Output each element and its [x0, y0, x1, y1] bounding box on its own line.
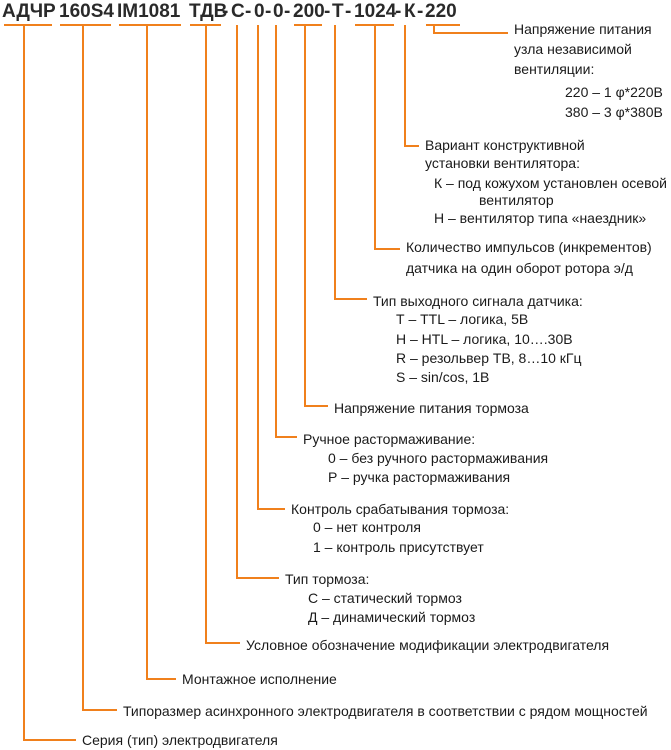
- brake-type-option: Д – динамический тормоз: [308, 609, 476, 625]
- leader-mount: [146, 25, 176, 680]
- leader-brake-voltage: [304, 25, 328, 407]
- label-fan-variant-line: Вариант конструктивной: [425, 137, 585, 153]
- label-fan-voltage-line: Напряжение питания: [514, 21, 652, 37]
- code-mount: IM1081: [117, 1, 181, 22]
- code-dash: -: [222, 1, 229, 22]
- brake-control-option: 1 – контроль присутствует: [313, 539, 484, 555]
- code-signal-type: Т: [332, 1, 344, 22]
- code-dash: -: [417, 1, 424, 22]
- label-brake-type: Тип тормоза:: [285, 571, 370, 587]
- signal-type-option: S – sin/cos, 1В: [396, 369, 490, 385]
- label-fan-voltage-line: вентиляции:: [514, 61, 595, 77]
- leader-manual-release: [275, 25, 297, 438]
- leader-brake-type: [236, 25, 279, 579]
- label-brake-control: Контроль срабатывания тормоза:: [291, 501, 510, 517]
- label-pulses-line: датчика на один оборот ротора э/д: [406, 260, 633, 276]
- code-dash: -: [284, 1, 291, 22]
- leader-brake-control: [257, 25, 285, 510]
- code-modification: ТДВ: [189, 1, 228, 22]
- code-frame: 160S4: [59, 1, 114, 22]
- fan-voltage-option: 220 – 1 φ*220В: [565, 84, 663, 100]
- brake-control-option: 0 – нет контроля: [313, 519, 421, 535]
- leader-frame-size: [82, 25, 117, 711]
- fan-variant-option: вентилятор: [479, 192, 554, 208]
- label-brake-voltage: Напряжение питания тормоза: [334, 400, 529, 416]
- code-brake-type: С: [231, 1, 245, 22]
- label-fan-variant-line: установки вентилятора:: [425, 155, 580, 171]
- fan-variant-option: Н – вентилятор типа «наездник»: [434, 210, 647, 226]
- label-modification: Условное обозначение модификации электро…: [246, 637, 610, 653]
- code-fan-voltage: 220: [425, 1, 457, 22]
- label-frame-size: Типоразмер асинхронного электродвигателя…: [123, 703, 648, 719]
- leader-fan-voltage: [433, 25, 508, 34]
- leader-signal-type: [334, 25, 367, 300]
- label-signal-type: Тип выходного сигнала датчика:: [373, 293, 583, 309]
- leader-pulses: [374, 25, 400, 250]
- fan-voltage-option: 380 – 3 φ*380В: [565, 104, 663, 120]
- label-pulses-line: Количество импульсов (инкрементов): [406, 239, 652, 255]
- code-dash: -: [245, 1, 252, 22]
- label-series: Серия (тип) электродвигателя: [82, 732, 278, 748]
- code-dash: -: [395, 1, 402, 22]
- manual-release-option: Р – ручка растормаживания: [328, 469, 511, 485]
- code-fan-variant: К: [404, 1, 416, 22]
- code-series: АДЧР: [2, 1, 56, 22]
- code-brake-voltage: 200: [293, 1, 325, 22]
- code-manual-release: 0: [273, 1, 284, 22]
- fan-variant-option: К – под кожухом установлен осевой: [434, 175, 667, 191]
- code-pulses: 1024: [354, 1, 397, 22]
- signal-type-option: R – резольвер ТВ, 8…10 кГц: [396, 350, 582, 366]
- code-dash: -: [345, 1, 352, 22]
- leader-series: [23, 25, 76, 741]
- code-dash: -: [324, 1, 331, 22]
- code-brake-control: 0: [254, 1, 265, 22]
- leader-modification: [205, 25, 240, 644]
- leader-fan-variant: [404, 25, 419, 147]
- brake-type-option: С – статический тормоз: [308, 590, 462, 606]
- label-fan-voltage-line: узла независимой: [514, 41, 632, 57]
- manual-release-option: 0 – без ручного растормаживания: [328, 450, 549, 466]
- code-dash: -: [265, 1, 272, 22]
- signal-type-option: Н – HTL – логика, 10….30В: [396, 331, 573, 347]
- signal-type-option: Т – TTL – логика, 5В: [396, 311, 529, 327]
- label-manual-release: Ручное растормаживание:: [303, 431, 476, 447]
- label-mount: Монтажное исполнение: [182, 671, 337, 687]
